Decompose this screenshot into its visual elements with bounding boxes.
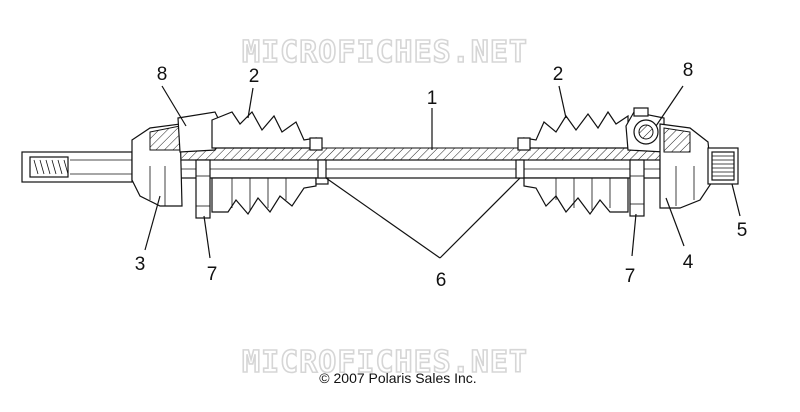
callout-6: 6 xyxy=(436,270,447,291)
right-snap-ring xyxy=(515,159,525,179)
right-bearing-cage xyxy=(625,107,665,153)
callout-8-left: 8 xyxy=(157,64,168,85)
watermark-top: MICROFICHES.NET xyxy=(242,35,528,70)
callout-7-right: 7 xyxy=(625,266,636,287)
left-boot xyxy=(211,111,329,216)
callout-8-right: 8 xyxy=(683,60,694,81)
copyright-notice: © 2007 Polaris Sales Inc. xyxy=(319,370,476,386)
left-clamp xyxy=(195,159,211,219)
leader-lines xyxy=(144,85,741,259)
left-snap-ring xyxy=(317,159,327,179)
main-shaft xyxy=(179,147,661,179)
callout-5: 5 xyxy=(737,220,748,241)
right-boot xyxy=(517,110,629,216)
right-stub-shaft xyxy=(707,147,739,185)
callout-3: 3 xyxy=(135,254,146,275)
callout-1: 1 xyxy=(427,88,438,109)
left-stub-shaft xyxy=(21,151,133,183)
callout-2-left: 2 xyxy=(249,66,260,87)
right-cv-housing xyxy=(659,123,713,209)
callout-4: 4 xyxy=(683,252,694,273)
left-cv-housing xyxy=(131,123,183,207)
right-clamp xyxy=(629,159,645,217)
callout-2-right: 2 xyxy=(553,64,564,85)
watermark-bottom: MICROFICHES.NET xyxy=(242,345,528,380)
callout-7-left: 7 xyxy=(207,264,218,285)
